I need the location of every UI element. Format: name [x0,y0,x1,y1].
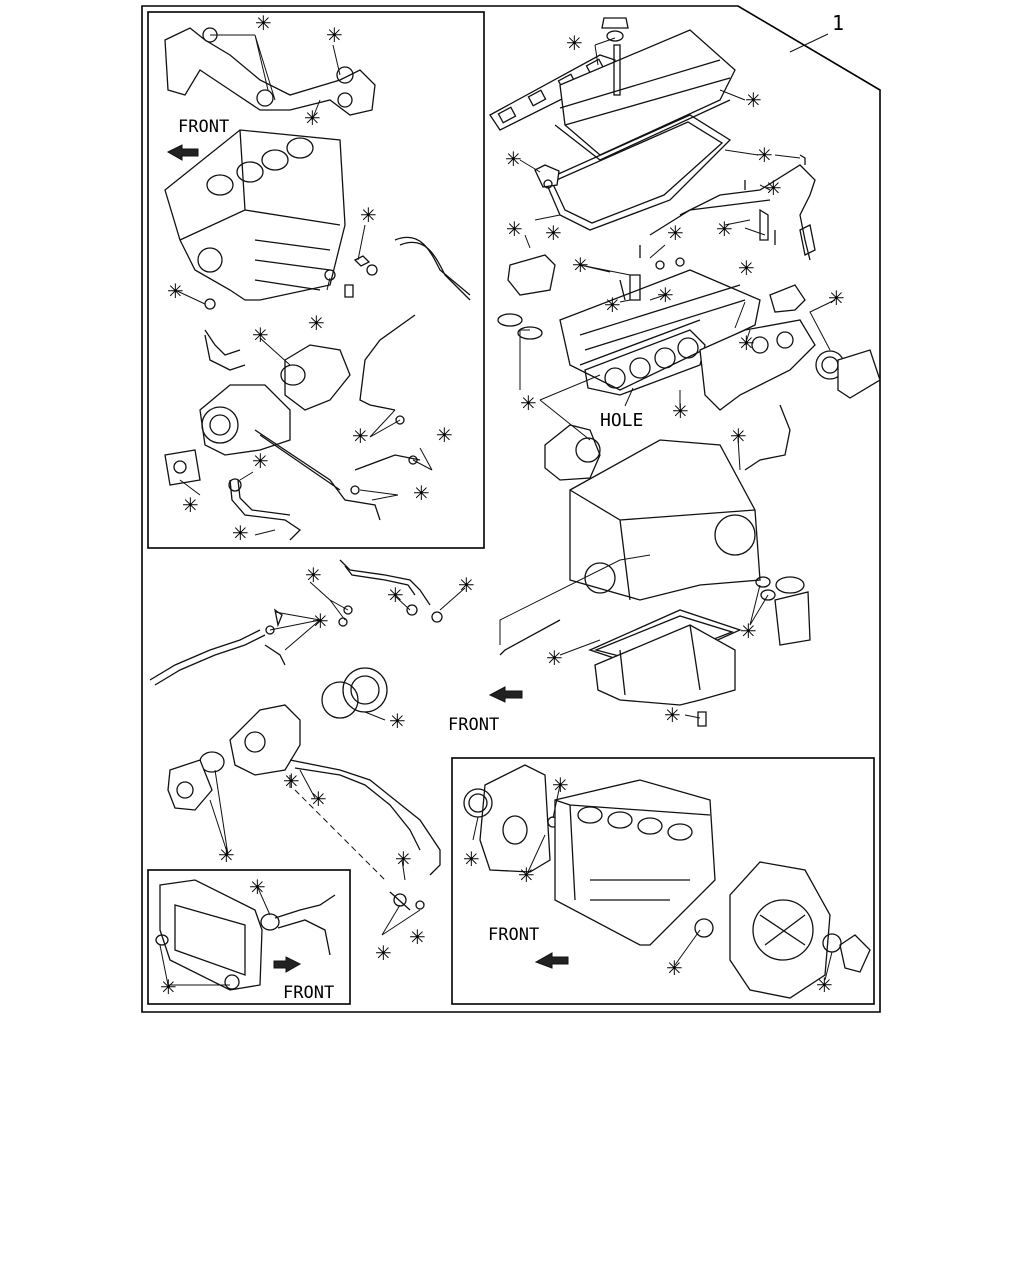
asterisk-marker: ✳ [506,217,523,241]
inset-frame-bottom-left [147,869,351,1005]
asterisk-marker: ✳ [409,925,426,949]
asterisk-marker: ✳ [745,88,762,112]
cam-gear [342,667,388,713]
asterisk-marker: ✳ [740,619,757,643]
asterisk-marker: ✳ [310,787,327,811]
asterisk-marker: ✳ [520,391,537,415]
asterisk-marker: ✳ [413,481,430,505]
asterisk-callouts: ✳ ✳ ✳ ✳ ✳ ✳ ✳ ✳ ✳ ✳ ✳ ✳ ✳ ✳ ✳ ✳ ✳ ✳ ✳ ✳ … [160,11,845,999]
asterisk-marker: ✳ [232,521,249,545]
asterisk-marker: ✳ [387,583,404,607]
asterisk-marker: ✳ [312,609,329,633]
callout-leader [789,33,829,53]
asterisk-marker: ✳ [765,176,782,200]
inset-oil-cooler: FRONT [147,869,351,1005]
oil-filter [755,576,811,646]
exhaust-manifold-inset1 [284,344,351,411]
asterisk-marker: ✳ [436,423,453,447]
outer-frame [141,5,881,1013]
injection-pump [544,424,601,481]
inset-block-turbo: FRONT [147,11,485,549]
head-gasket [584,329,706,396]
asterisk-marker: ✳ [326,23,343,47]
front-label-inset2: FRONT [283,983,334,1003]
front-label-center: FRONT [448,715,499,735]
timing-area [149,559,443,911]
asterisk-marker: ✳ [283,769,300,793]
asterisk-marker: ✳ [458,573,475,597]
asterisk-marker: ✳ [664,703,681,727]
front-label-inset1: FRONT [178,117,229,137]
asterisk-marker: ✳ [167,279,184,303]
front-arrow-inset1 [166,144,199,161]
thermostat-housing [507,254,556,296]
asterisk-marker: ✳ [304,106,321,130]
asterisk-marker: ✳ [667,221,684,245]
asterisk-marker: ✳ [463,847,480,871]
asterisk-marker: ✳ [375,941,392,965]
asterisk-marker: ✳ [252,323,269,347]
asterisk-marker: ✳ [666,956,683,980]
asterisk-marker: ✳ [552,773,569,797]
asterisk-marker: ✳ [566,31,583,55]
asterisk-marker: ✳ [305,563,322,587]
leader-lines [159,34,836,986]
egr-pipe [164,27,376,116]
asterisk-marker: ✳ [730,424,747,448]
hole-label: HOLE [600,410,643,431]
turbocharger-inset1 [199,384,291,456]
front-arrow-inset3 [534,952,569,969]
asterisk-marker: ✳ [160,975,177,999]
asterisk-marker: ✳ [657,283,674,307]
front-arrow-center [488,686,523,703]
asterisk-marker: ✳ [252,449,269,473]
asterisk-marker: ✳ [395,847,412,871]
asterisk-marker: ✳ [505,147,522,171]
inset-frame-top-left [147,11,485,549]
asterisk-marker: ✳ [182,493,199,517]
asterisk-marker: ✳ [308,311,325,335]
asterisk-marker: ✳ [546,646,563,670]
asterisk-marker: ✳ [738,256,755,280]
inset-frame-bottom-right [451,757,875,1005]
asterisk-marker: ✳ [816,973,833,997]
asterisk-marker: ✳ [716,217,733,241]
asterisk-marker: ✳ [828,286,845,310]
asterisk-marker: ✳ [672,399,689,423]
oil-pan [588,609,742,727]
asterisk-marker: ✳ [360,203,377,227]
asterisk-marker: ✳ [604,293,621,317]
asterisk-marker: ✳ [756,143,773,167]
head-cover [559,29,736,156]
asterisk-marker: ✳ [255,11,272,35]
asterisk-marker: ✳ [545,221,562,245]
asterisk-marker: ✳ [218,843,235,867]
exhaust-manifold-right [699,319,816,411]
asterisk-marker: ✳ [249,875,266,899]
asterisk-marker: ✳ [352,424,369,448]
engine-block-inset1 [164,129,346,301]
front-label-inset3: FRONT [488,925,539,945]
main-engine-block [499,439,761,656]
cylinder-head-assembly: HOLE [489,17,881,481]
asterisk-marker: ✳ [389,709,406,733]
front-arrow-inset2 [273,956,302,973]
asterisk-marker: ✳ [738,331,755,355]
callout-number: 1 [832,11,844,35]
inset-rear-flywheel: FRONT [451,757,875,1005]
asterisk-marker: ✳ [572,253,589,277]
asterisk-marker: ✳ [518,863,535,887]
